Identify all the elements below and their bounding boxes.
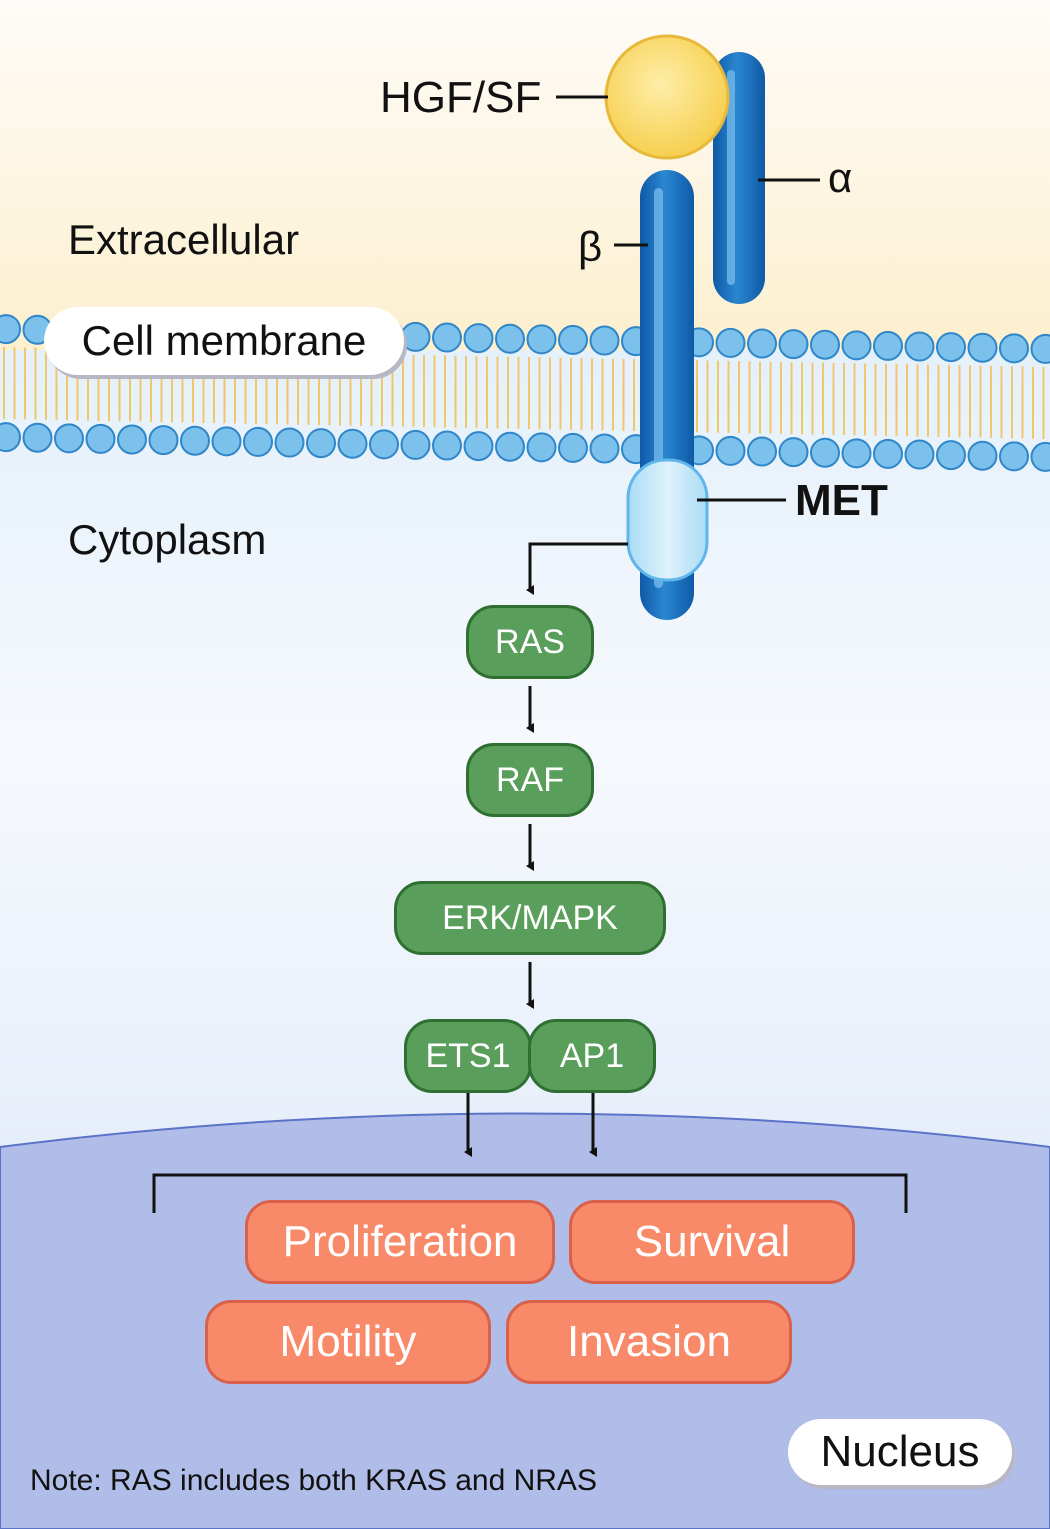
hgf-sf-label: HGF/SF (380, 73, 542, 122)
met-label: MET (795, 476, 888, 525)
lipid-head (810, 329, 840, 360)
lipid-head (810, 437, 840, 468)
motility-box: Motility (205, 1300, 491, 1384)
extracellular-label: Extracellular (68, 216, 300, 263)
lipid-head (589, 433, 620, 464)
lipid-head (495, 323, 525, 354)
kinase-domain (626, 458, 709, 582)
hgf-ligand (604, 34, 730, 160)
ap1-node: AP1 (528, 1019, 656, 1093)
lipid-head (904, 439, 935, 470)
lipid-head (526, 324, 557, 355)
lipid-head (463, 323, 494, 354)
raf-node: RAF (466, 743, 594, 817)
alpha-label: α (828, 154, 853, 201)
lipid-head (936, 440, 966, 471)
lipid-head (432, 322, 462, 353)
lipid-head (841, 438, 872, 469)
lipid-head (778, 437, 809, 468)
outcome-bracket (152, 1173, 908, 1213)
lipid-head (967, 440, 998, 471)
lipid-head (967, 332, 998, 363)
lipid-head (841, 330, 872, 361)
ets1-node: ETS1 (404, 1019, 532, 1093)
lipid-head (432, 430, 462, 461)
lipid-head (243, 426, 273, 457)
lipid-head (558, 432, 588, 463)
ras-node: RAS (466, 605, 594, 679)
lipid-head (117, 424, 147, 455)
lipid-head (85, 423, 116, 454)
beta-label: β (578, 223, 603, 270)
lipid-head (211, 426, 242, 457)
lipid-head (873, 330, 903, 361)
lipid-head (1030, 333, 1050, 364)
lipid-head (400, 429, 431, 460)
lipid-head (369, 429, 399, 460)
lipid-head (337, 428, 368, 459)
lipid-head (495, 431, 525, 462)
lipid-head (873, 438, 903, 469)
cytoplasm-label: Cytoplasm (68, 516, 267, 563)
survival-box: Survival (569, 1200, 855, 1284)
erk-mapk-node: ERK/MAPK (394, 881, 666, 955)
met-receptor (604, 34, 765, 620)
lipid-head (999, 333, 1029, 364)
lipid-head (463, 431, 494, 462)
lipid-head (0, 314, 21, 345)
lipid-head (747, 328, 777, 359)
lipid-head (715, 327, 746, 358)
invasion-box: Invasion (506, 1300, 792, 1384)
cell-membrane-label: Cell membrane (44, 307, 404, 375)
proliferation-box: Proliferation (245, 1200, 555, 1284)
extracellular-region (0, 0, 1050, 360)
lipid-head (589, 325, 620, 356)
lipid-head (778, 329, 809, 360)
pathway-arrows (464, 542, 628, 1157)
lipid-head (558, 324, 588, 355)
nucleus-label: Nucleus (788, 1419, 1012, 1485)
lipid-head (0, 422, 21, 453)
lipid-head (274, 427, 305, 458)
lipid-head (999, 441, 1029, 472)
lipid-head (148, 425, 179, 456)
lipid-head (54, 423, 84, 454)
lipid-head (904, 331, 935, 362)
lipid-head (936, 332, 966, 363)
footnote: Note: RAS includes both KRAS and NRAS (30, 1464, 597, 1497)
lipid-head (526, 432, 557, 463)
lipid-head (306, 428, 336, 459)
lipid-head (22, 422, 53, 453)
lipid-head (180, 425, 210, 456)
leader-lines (556, 95, 820, 502)
lipid-head (715, 435, 746, 466)
lipid-head (747, 436, 777, 467)
lipid-head (1030, 441, 1050, 472)
lipid-head (400, 321, 431, 352)
